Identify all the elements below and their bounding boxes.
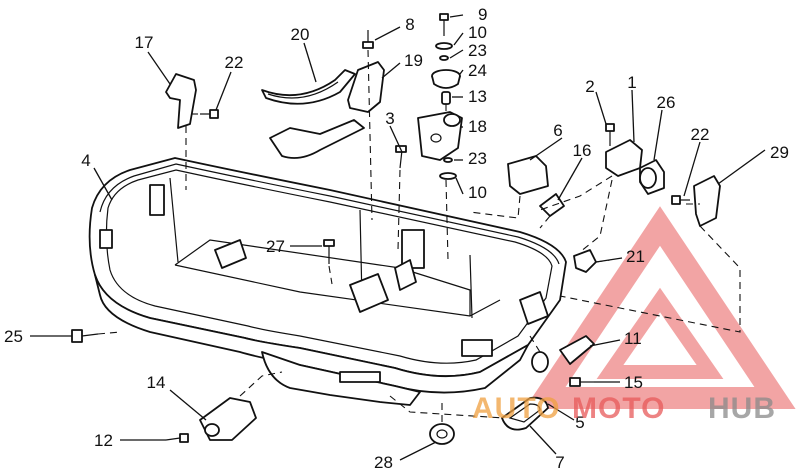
watermark-hub: HUB [708, 392, 776, 425]
callout-1: 1 [627, 73, 636, 92]
part-2-screw [605, 123, 615, 146]
callout-8: 8 [405, 15, 414, 34]
callout-26: 26 [657, 93, 676, 112]
callout-7: 7 [555, 453, 564, 472]
callout-23-lower: 23 [468, 149, 487, 168]
callout-25: 25 [4, 327, 23, 346]
part-20-seal-strip [261, 69, 356, 105]
callout-19: 19 [404, 51, 423, 70]
part-19-cover-bracket [347, 61, 385, 113]
part-29-bracket [693, 175, 721, 227]
callout-24: 24 [468, 61, 487, 80]
callout-17: 17 [135, 33, 154, 52]
callout-numbers: 1 2 3 4 5 6 7 8 9 10 10 11 12 13 14 15 1… [4, 5, 789, 472]
part-27-bolt [323, 239, 335, 264]
part-6-pad [507, 155, 549, 195]
cowl-latch-left [214, 239, 247, 269]
callout-28: 28 [374, 453, 393, 472]
callout-2: 2 [585, 77, 594, 96]
callout-4: 4 [81, 151, 90, 170]
callout-22-left: 22 [225, 53, 244, 72]
part-16-clip [539, 193, 565, 217]
lower-cowl [88, 157, 567, 406]
callout-27: 27 [266, 237, 285, 256]
part-1-latch [605, 139, 643, 177]
callout-13: 13 [468, 87, 487, 106]
callout-9: 9 [478, 5, 487, 24]
cowl-inner-bracket-left [149, 184, 165, 216]
watermark-moto: MOTO [572, 392, 665, 425]
part-17-clip [165, 73, 197, 129]
part-23-washer-lower [443, 157, 453, 163]
callout-12: 12 [94, 431, 113, 450]
part-23-washer-top [439, 55, 449, 61]
callout-23-upper: 23 [468, 41, 487, 60]
part-15-screw [569, 377, 594, 387]
part-9-bolt [439, 13, 449, 36]
callout-11: 11 [624, 329, 642, 348]
part-11-grommet [531, 351, 549, 373]
part-25-bolt [71, 329, 99, 343]
part-12-screw [165, 433, 189, 443]
part-26-rubber-stop [639, 159, 665, 195]
part-22-screw-left [200, 109, 219, 119]
callout-21: 21 [626, 247, 645, 266]
callout-6: 6 [553, 121, 562, 140]
part-28-grommet [429, 423, 455, 445]
part-10-washer-lower [439, 172, 457, 180]
leader-lines [30, 14, 766, 461]
callout-20: 20 [291, 25, 310, 44]
part-8-screw [362, 30, 374, 49]
callout-10-lower: 10 [468, 183, 487, 202]
watermark-triangle-logo [524, 206, 796, 409]
callout-10-upper: 10 [468, 23, 487, 42]
part-11-latch-arm [559, 335, 595, 365]
callout-29: 29 [770, 143, 789, 162]
callout-18: 18 [468, 117, 487, 136]
part-22-screw-right [671, 195, 690, 205]
callout-3: 3 [385, 109, 394, 128]
part-19-arm [269, 119, 365, 159]
part-21-latch-hook [573, 249, 597, 273]
part-13-sleeve [441, 91, 451, 105]
part-7-handle [501, 396, 549, 431]
callout-16: 16 [573, 141, 592, 160]
part-24-grommet [431, 69, 461, 89]
callout-14: 14 [147, 373, 166, 392]
watermark-auto: AUTO [472, 392, 560, 425]
cowl-latch-center [349, 273, 389, 313]
watermark-text: AUTO MOTO HUB [472, 392, 776, 425]
part-10-washer-top [435, 42, 453, 50]
callout-5: 5 [575, 413, 584, 432]
callout-22-right: 22 [691, 125, 710, 144]
callout-15: 15 [624, 373, 643, 392]
